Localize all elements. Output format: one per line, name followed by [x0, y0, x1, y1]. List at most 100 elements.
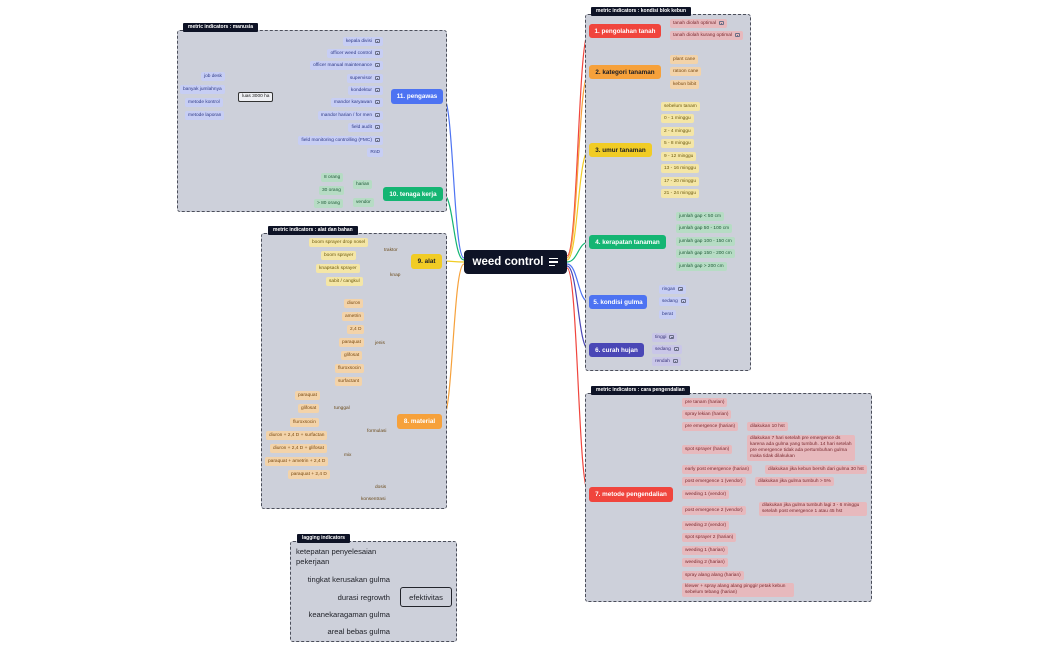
metode-item[interactable]: klewer + spray alang alang pinggir petak…	[682, 583, 794, 597]
efektivitas-item[interactable]: durasi regrowth	[337, 593, 390, 602]
tenaga-vendor[interactable]: vendor	[353, 198, 374, 207]
hujan-item[interactable]: rendah	[652, 357, 681, 366]
kerapatan-item[interactable]: jumlah gap 50 - 100 cm	[676, 224, 733, 233]
tenaga-item[interactable]: 30 orang	[319, 186, 344, 195]
material-mix-item[interactable]: diuron + 2,4 D + glifosat	[270, 444, 327, 453]
material-dosis[interactable]: dosis	[375, 485, 387, 490]
kategori-item[interactable]: kebun bibit	[670, 80, 700, 89]
topic-tenaga-kerja[interactable]: 10. tenaga kerja	[383, 187, 443, 201]
kerapatan-item[interactable]: jumlah gap > 200 cm	[676, 262, 727, 271]
material-jenis-item[interactable]: ametrin	[342, 312, 364, 321]
topic-pengawas[interactable]: 11. pengawas	[391, 89, 443, 104]
tenaga-item[interactable]: 8 orang	[321, 173, 344, 182]
kerapatan-item[interactable]: jumlah gap 150 - 200 cm	[676, 249, 735, 258]
topic-umur-tanaman[interactable]: 3. umur tanaman	[589, 143, 652, 157]
pengawas-item[interactable]: mandor karyawan	[330, 98, 383, 107]
material-jenis-item[interactable]: surfactant	[335, 377, 363, 386]
material-tunggal-item[interactable]: glifosat	[298, 404, 320, 413]
hujan-item[interactable]: sedang	[652, 345, 682, 354]
umur-item[interactable]: 13 - 16 minggu	[661, 164, 699, 173]
metode-item[interactable]: spray alang alang (harian)	[682, 571, 744, 580]
efektivitas-item[interactable]: keanekaragaman gulma	[308, 610, 390, 619]
topic-curah-hujan[interactable]: 6. curah hujan	[589, 343, 644, 357]
kategori-item[interactable]: ratoon cane	[670, 67, 702, 76]
metode-item[interactable]: weeding 2 (vendor)	[682, 521, 730, 530]
pengawas-item[interactable]: kondektur	[347, 86, 383, 95]
gulma-item[interactable]: berat	[659, 310, 676, 319]
metode-note[interactable]: dilakukan jika gulma tumbuh lagi 3 - 6 m…	[759, 502, 867, 516]
material-mix-item[interactable]: paraquat + ametrin + 2,4 D	[265, 457, 329, 466]
umur-item[interactable]: 21 - 24 minggu	[661, 189, 699, 198]
material-jenis-item[interactable]: 2,4 D	[347, 325, 365, 334]
material-konsentrasi[interactable]: konsentrasi	[361, 497, 386, 502]
metode-note[interactable]: dilakukan jika kebun bersih dari gulma 3…	[765, 465, 867, 474]
metode-item[interactable]: early post emergence (harian)	[682, 465, 752, 474]
kategori-item[interactable]: plant cane	[670, 55, 699, 64]
material-jenis-item[interactable]: paraquat	[339, 338, 364, 347]
topic-pengolahan-tanah[interactable]: 1. pengolahan tanah	[589, 24, 661, 38]
luas-sub-item[interactable]: metode kontrol	[185, 98, 223, 107]
luas-node[interactable]: luas 3000 ha	[238, 92, 274, 102]
metode-note[interactable]: dilakukan 7 hari setelah pre emergence d…	[747, 435, 855, 461]
pengawas-item[interactable]: field audit	[348, 123, 383, 132]
efektivitas-node[interactable]: efektivitas	[400, 587, 452, 607]
material-tunggal[interactable]: tunggal	[334, 406, 350, 411]
efektivitas-item[interactable]: areal bebas gulma	[327, 627, 390, 636]
gulma-item[interactable]: ringan	[659, 285, 687, 294]
metode-item[interactable]: weeding 2 (harian)	[682, 558, 728, 567]
metode-item[interactable]: weeding 1 (harian)	[682, 546, 728, 555]
material-jenis[interactable]: jenis	[375, 341, 385, 346]
central-topic-weed-control[interactable]: weed control	[464, 250, 567, 274]
pengawas-item[interactable]: mandor harian / for men	[317, 111, 383, 120]
metode-item[interactable]: post emergence 2 (vendor)	[682, 506, 746, 515]
metode-item[interactable]: pre emergence (harian)	[682, 422, 739, 431]
pengawas-item[interactable]: officer weed control	[327, 49, 383, 58]
material-mix-item[interactable]: paraquat + 2,4 D	[288, 470, 330, 479]
umur-item[interactable]: sebelum tanam	[661, 102, 700, 111]
luas-sub-item[interactable]: job desk	[201, 72, 225, 81]
pengawas-item[interactable]: field monitoring controlling (FMC)	[298, 136, 383, 145]
material-tunggal-item[interactable]: fluroxsocin	[290, 418, 319, 427]
material-mix[interactable]: mix	[344, 453, 352, 458]
topic-alat[interactable]: 9. alat	[411, 254, 442, 269]
metode-item[interactable]: weeding 1 (vendor)	[682, 490, 730, 499]
luas-sub-item[interactable]: metode laporan	[185, 111, 225, 120]
gulma-item[interactable]: sedang	[659, 297, 689, 306]
alat-knap[interactable]: knap	[390, 273, 401, 278]
umur-item[interactable]: 5 - 8 minggu	[661, 139, 694, 148]
pengawas-item[interactable]: kepala divisi	[342, 37, 383, 46]
material-mix-item[interactable]: diuron + 2,4 D + surfactan	[266, 431, 328, 440]
hujan-item[interactable]: tinggi	[652, 333, 678, 342]
topic-kerapatan-tanaman[interactable]: 4. kerapatan tanaman	[589, 235, 666, 249]
metode-item[interactable]: spray lekian (harian)	[682, 410, 732, 419]
alat-item[interactable]: sabit / cangkul	[326, 277, 363, 286]
metode-item[interactable]: post emergence 1 (vendor)	[682, 477, 746, 486]
topic-material[interactable]: 8. material	[397, 414, 442, 429]
umur-item[interactable]: 0 - 1 minggu	[661, 114, 694, 123]
metode-item[interactable]: pre tanam (harian)	[682, 398, 728, 407]
material-jenis-item[interactable]: glifosat	[341, 351, 363, 360]
efektivitas-item[interactable]: tingkat kerusakan gulma	[307, 575, 390, 584]
topic-kategori-tanaman[interactable]: 2. kategori tanaman	[589, 65, 661, 79]
pengawas-item[interactable]: officer manual maintenance	[310, 61, 383, 70]
metode-item[interactable]: spot sprayer 2 (harian)	[682, 533, 737, 542]
umur-item[interactable]: 9 - 12 minggu	[661, 152, 697, 161]
alat-item[interactable]: knapsack sprayer	[316, 264, 360, 273]
metode-note[interactable]: dilakukan 10 hst	[747, 422, 788, 431]
umur-item[interactable]: 2 - 4 minggu	[661, 127, 694, 136]
pengawas-item[interactable]: RnD	[367, 148, 383, 157]
kerapatan-item[interactable]: jumlah gap 100 - 150 cm	[676, 237, 735, 246]
topic-metode-pengendalian[interactable]: 7. metode pengendalian	[589, 487, 673, 502]
tenaga-harian[interactable]: harian	[353, 180, 373, 189]
material-tunggal-item[interactable]: paraquat	[295, 391, 320, 400]
luas-sub-item[interactable]: banyak jumlahnya	[180, 85, 225, 94]
alat-item[interactable]: boom sprayer drop nosel	[309, 238, 369, 247]
pengawas-item[interactable]: supervisor	[346, 74, 383, 83]
metode-note[interactable]: dilakukan jika gulma tumbuh > 5%	[755, 477, 834, 486]
pengolahan-item[interactable]: tanah diolah kurang optimal	[670, 31, 743, 40]
material-jenis-item[interactable]: fluroxsocin	[335, 364, 364, 373]
material-jenis-item[interactable]: diuron	[344, 299, 364, 308]
metode-item[interactable]: spot sprayer (harian)	[682, 445, 733, 454]
tenaga-item[interactable]: > 80 orang	[314, 199, 344, 208]
alat-item[interactable]: boom sprayer	[321, 251, 357, 260]
